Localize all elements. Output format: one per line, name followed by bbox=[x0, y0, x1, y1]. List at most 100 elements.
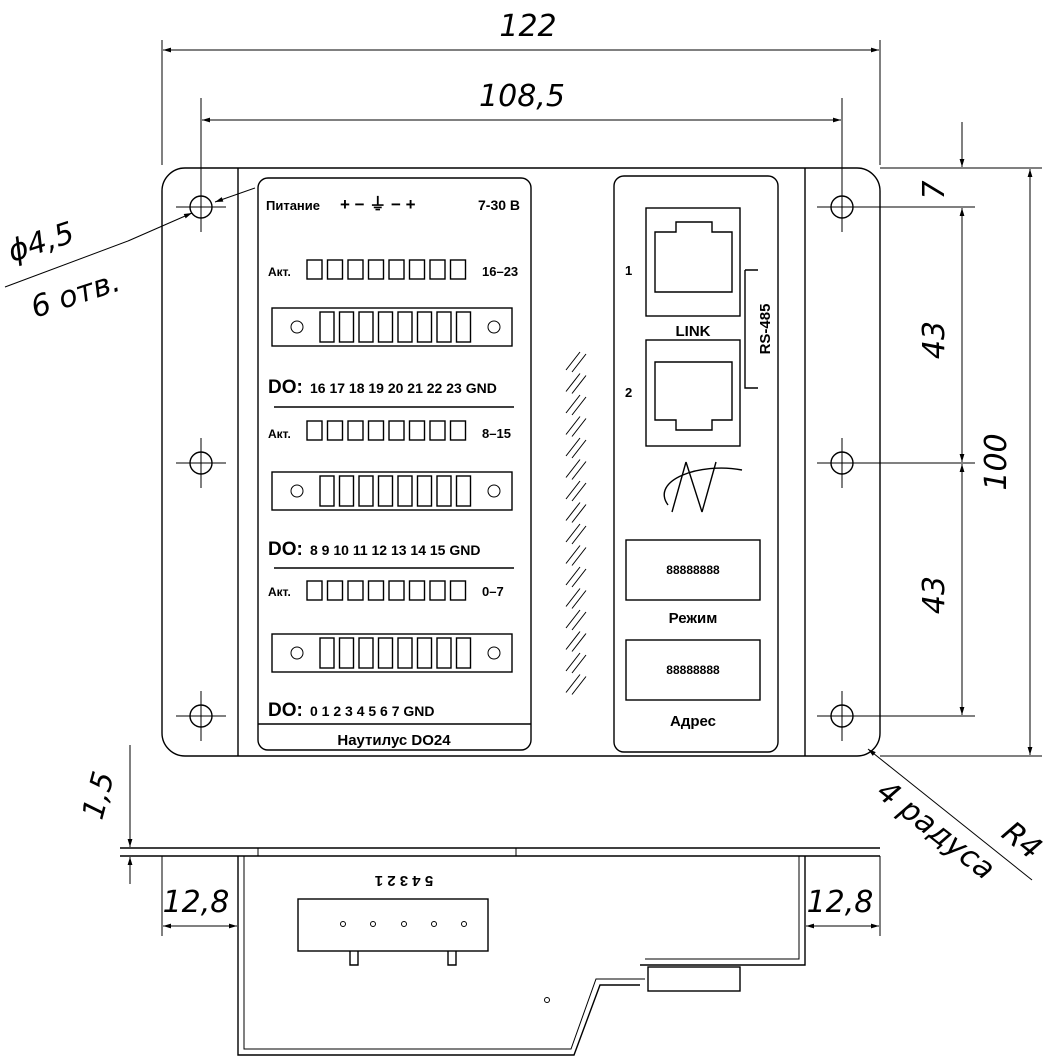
io-group-0-7: Акт. 0–7 DO: 0 1 2 3 4 5 6 7 GND bbox=[268, 584, 513, 721]
mode-dip-text: 88888888 bbox=[666, 563, 720, 577]
dim-overall-height: 100 bbox=[979, 433, 1014, 490]
vent-slot bbox=[565, 394, 587, 416]
side-pin-numbers: 5 4 3 2 1 bbox=[375, 872, 433, 889]
activity-led bbox=[326, 259, 344, 280]
activity-led bbox=[388, 259, 405, 280]
rj45-port-1 bbox=[645, 207, 741, 317]
activity-led bbox=[388, 420, 405, 441]
activity-led bbox=[306, 420, 323, 441]
vent-slot bbox=[565, 674, 587, 695]
terminal-cell bbox=[319, 475, 335, 507]
group-range: 0–7 bbox=[482, 584, 504, 599]
vent-slot bbox=[565, 588, 587, 609]
terminal-cell bbox=[338, 475, 355, 507]
act-label: Акт. bbox=[268, 265, 291, 279]
link-label: LINK bbox=[676, 323, 711, 340]
vent-slot bbox=[565, 373, 587, 394]
vent-slot bbox=[565, 480, 587, 502]
terminal-cell bbox=[338, 637, 355, 669]
device-name: Наутилус DO24 bbox=[337, 732, 451, 749]
terminal-cell bbox=[377, 311, 394, 343]
terminal-cell bbox=[319, 637, 335, 669]
rs485-label: RS-485 bbox=[757, 304, 774, 355]
dim-flange-thickness: 1,5 bbox=[76, 768, 122, 823]
side-connector bbox=[297, 898, 489, 952]
terminal-cell bbox=[397, 311, 413, 343]
dim-hole-diameter: ϕ4,5 bbox=[4, 215, 79, 269]
do-prefix: DO: bbox=[268, 377, 303, 398]
terminal-cell bbox=[436, 311, 452, 343]
activity-led bbox=[367, 580, 385, 601]
comm-label-panel bbox=[613, 175, 779, 753]
act-label: Акт. bbox=[268, 427, 291, 441]
vent-slot bbox=[565, 502, 587, 523]
dim-hole-spacing: 108,5 bbox=[479, 79, 565, 114]
dim-pitch-lower: 43 bbox=[917, 576, 952, 614]
terminal-cell bbox=[455, 311, 472, 343]
power-label: Питание bbox=[266, 198, 320, 213]
power-range: 7-30 В bbox=[478, 197, 520, 213]
terminal-cell bbox=[416, 637, 433, 669]
vent-slot bbox=[565, 631, 587, 652]
activity-led bbox=[326, 580, 344, 601]
terminal-block bbox=[271, 307, 513, 347]
generated-marks bbox=[306, 259, 587, 695]
activity-led bbox=[449, 259, 467, 280]
terminal-cell bbox=[397, 637, 413, 669]
side-view bbox=[120, 847, 880, 1056]
activity-led bbox=[408, 420, 426, 441]
terminal-cell bbox=[319, 311, 335, 343]
do-pins: 8 9 10 11 12 13 14 15 GND bbox=[310, 542, 480, 558]
terminal-cell bbox=[436, 637, 452, 669]
activity-led bbox=[367, 259, 385, 280]
terminal-cell bbox=[358, 311, 374, 343]
group-range: 8–15 bbox=[482, 426, 511, 441]
activity-led bbox=[429, 259, 446, 280]
terminal-block bbox=[271, 471, 513, 511]
activity-led bbox=[347, 259, 364, 280]
terminal-cell bbox=[377, 637, 394, 669]
dim-corner-radius: R4 bbox=[995, 815, 1048, 867]
activity-led bbox=[326, 420, 344, 441]
activity-led bbox=[367, 420, 385, 441]
activity-led bbox=[429, 420, 446, 441]
vent-slot bbox=[565, 545, 587, 566]
vent-slot bbox=[565, 459, 587, 480]
activity-led bbox=[408, 580, 426, 601]
address-label: Адрес bbox=[670, 713, 716, 730]
mounting-hole bbox=[176, 438, 226, 488]
io-group-8-15: Акт. 8–15 DO: 8 9 10 11 12 13 14 15 GND bbox=[268, 426, 514, 569]
dim-right-margin: 12,8 bbox=[807, 885, 874, 920]
terminal-block bbox=[271, 633, 513, 673]
dim-corner-count: 4 радуса bbox=[870, 774, 1001, 887]
activity-led bbox=[449, 580, 467, 601]
rs485-bracket bbox=[744, 269, 758, 389]
port-1-label: 1 bbox=[625, 263, 632, 278]
terminal-cell bbox=[377, 475, 394, 507]
activity-led bbox=[429, 580, 446, 601]
vent-slot bbox=[565, 566, 587, 588]
vent-slot bbox=[565, 351, 587, 373]
io-label-panel bbox=[257, 177, 532, 751]
terminal-cell bbox=[358, 475, 374, 507]
activity-led bbox=[449, 420, 467, 441]
do-pins: 0 1 2 3 4 5 6 7 GND bbox=[310, 703, 435, 719]
dim-overall-width: 122 bbox=[499, 9, 556, 44]
terminal-cell bbox=[455, 475, 472, 507]
activity-led bbox=[347, 580, 364, 601]
housing-outline bbox=[161, 167, 881, 757]
mode-dip-switch bbox=[625, 539, 761, 601]
mounting-hole bbox=[176, 691, 226, 741]
activity-led bbox=[408, 259, 426, 280]
io-group-16-23: Акт. 16–23 DO: 16 17 18 19 20 21 22 23 G… bbox=[268, 264, 518, 408]
vent-slot bbox=[565, 652, 587, 674]
terminal-cell bbox=[397, 475, 413, 507]
activity-led bbox=[306, 259, 323, 280]
vent-slot bbox=[565, 437, 587, 459]
do-prefix: DO: bbox=[268, 700, 303, 721]
activity-led bbox=[347, 420, 364, 441]
activity-led bbox=[388, 580, 405, 601]
vent-slot bbox=[565, 523, 587, 545]
group-range: 16–23 bbox=[482, 264, 518, 279]
